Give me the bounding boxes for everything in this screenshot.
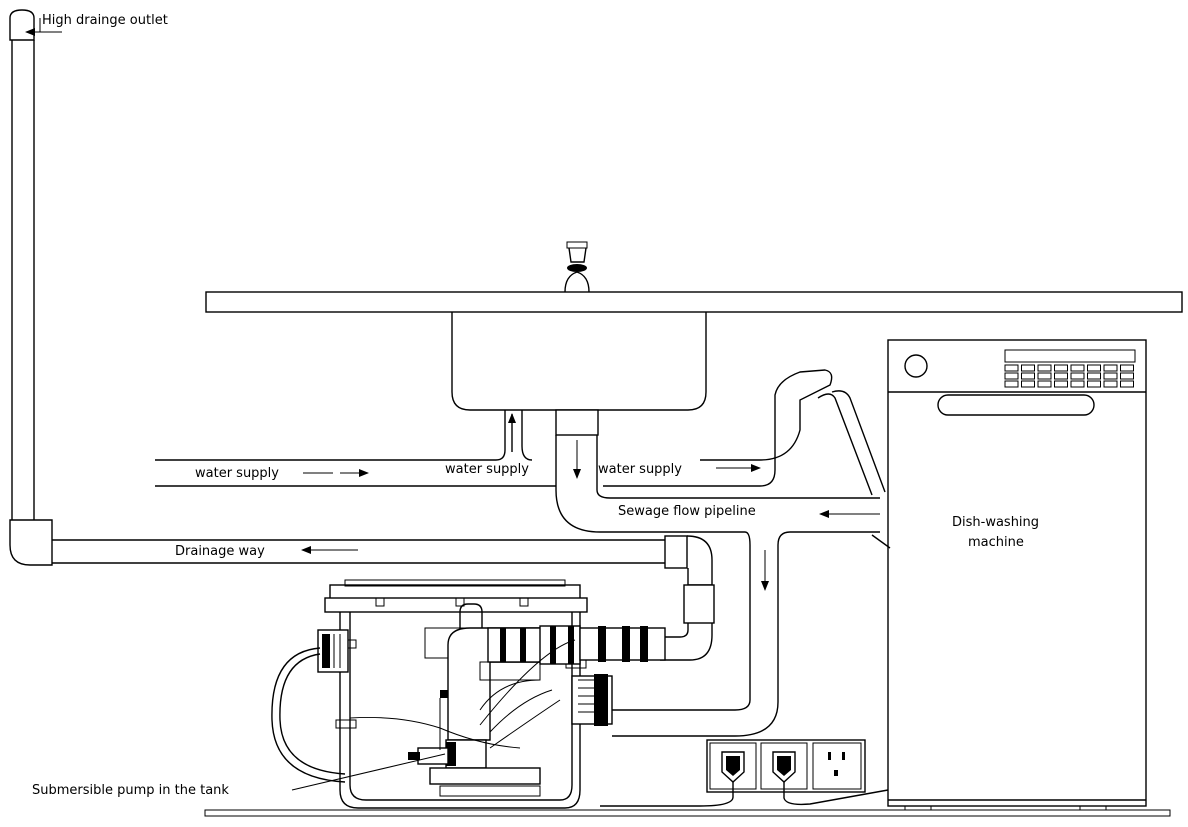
tank-outlet-fitting bbox=[571, 674, 613, 726]
control-button bbox=[1054, 372, 1068, 380]
control-button bbox=[1103, 380, 1118, 388]
drainage-way-pipe bbox=[52, 535, 715, 661]
control-button bbox=[1037, 372, 1052, 380]
sink-basin bbox=[451, 312, 707, 411]
control-button bbox=[1054, 380, 1068, 388]
countertop bbox=[205, 291, 1183, 313]
control-button bbox=[1070, 364, 1085, 372]
faucet-top bbox=[564, 241, 590, 293]
water-supply-middle-label: water supply bbox=[445, 462, 529, 477]
control-button bbox=[1021, 364, 1035, 372]
dishwasher-label-line1: Dish-washing bbox=[952, 515, 1039, 530]
control-button bbox=[1103, 364, 1118, 372]
tank-side-inlet bbox=[271, 629, 349, 783]
control-button bbox=[1087, 364, 1101, 372]
wall-sockets bbox=[706, 739, 866, 793]
control-button bbox=[1054, 364, 1068, 372]
control-button bbox=[1037, 380, 1052, 388]
machine-faucet bbox=[603, 369, 891, 549]
water-supply-right-label: water supply bbox=[598, 462, 682, 477]
plug-left bbox=[600, 751, 745, 807]
floor bbox=[204, 809, 1171, 817]
sewage-flow-pipeline-label: Sewage flow pipeline bbox=[618, 504, 756, 519]
pump-assembly bbox=[408, 603, 666, 797]
control-button bbox=[1004, 380, 1019, 388]
plug-right bbox=[772, 751, 889, 806]
submersible-pump-pointer bbox=[291, 753, 446, 791]
water-supply-pipes bbox=[155, 410, 556, 487]
control-button bbox=[1004, 372, 1019, 380]
dishwasher bbox=[887, 339, 1147, 811]
control-button bbox=[1070, 380, 1085, 388]
control-button bbox=[1070, 372, 1085, 380]
control-button bbox=[1120, 372, 1134, 380]
control-button bbox=[1021, 380, 1035, 388]
control-button bbox=[1004, 364, 1019, 372]
water-supply-left-label: water supply bbox=[195, 466, 279, 481]
high-drainage-outlet-arrow bbox=[25, 18, 62, 36]
submersible-pump-label: Submersible pump in the tank bbox=[32, 783, 229, 798]
control-button bbox=[1037, 364, 1052, 372]
control-button bbox=[1103, 372, 1118, 380]
sewage-tank bbox=[324, 579, 588, 809]
vertical-drain-pipe bbox=[9, 9, 53, 566]
dishwasher-control-buttons bbox=[1004, 364, 1134, 388]
control-button bbox=[1021, 372, 1035, 380]
control-button bbox=[1120, 380, 1134, 388]
dishwasher-label-line2: machine bbox=[968, 535, 1024, 550]
control-button bbox=[1087, 372, 1101, 380]
control-button bbox=[1120, 364, 1134, 372]
control-button bbox=[1087, 380, 1101, 388]
sewage-flow-pipe bbox=[555, 409, 880, 737]
drainage-way-label: Drainage way bbox=[175, 544, 265, 559]
high-drainage-outlet-label: High drainge outlet bbox=[42, 13, 168, 28]
pump-internal-wires bbox=[349, 639, 576, 749]
